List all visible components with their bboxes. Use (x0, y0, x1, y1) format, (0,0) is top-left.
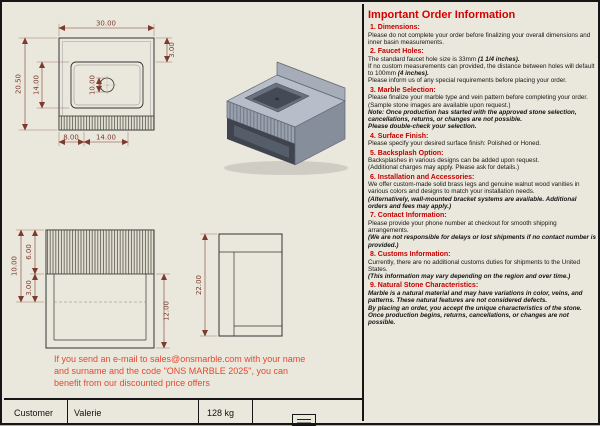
info-section: 7. Contact Information:Please provide yo… (368, 212, 596, 249)
promo-line: benefit from our discounted price offers (54, 377, 354, 389)
top-view-drawing: 30.00 3.00 20.50 14.00 10.00 8.00 14.00 (15, 20, 177, 147)
info-section: 1. Dimensions:Please do not complete you… (368, 24, 596, 46)
info-panel: Important Order Information 1. Dimension… (368, 7, 596, 421)
section-paragraph: Please inform us of any special requirem… (368, 77, 596, 84)
section-paragraph: (This information may vary depending on … (368, 273, 596, 280)
section-heading: 6. Installation and Accessories: (368, 174, 596, 181)
drawing-area: 30.00 3.00 20.50 14.00 10.00 8.00 14.00 (4, 4, 362, 398)
section-text: (4 inches). (398, 70, 429, 77)
weight-cell: 128 kg (199, 400, 253, 425)
section-heading: 9. Natural Stone Characteristics: (368, 282, 596, 289)
section-text: Please inform us of any special requirem… (368, 77, 567, 84)
section-heading: 2. Faucet Holes: (368, 48, 596, 55)
section-text: Please finalize your marble type and vei… (368, 94, 588, 101)
dim-label-side-height: 22.00 (195, 275, 203, 295)
info-sections: 1. Dimensions:Please do not complete you… (368, 24, 596, 326)
promo-line: and surname and the code "ONS MARBLE 202… (54, 365, 354, 377)
section-text: (Alternatively, wall-mounted bracket sys… (368, 196, 576, 210)
section-text: By placing an order, you accept the uniq… (368, 305, 582, 327)
customer-value-cell: Valerie (68, 400, 199, 425)
section-paragraph: (Sample stone images are available upon … (368, 102, 596, 109)
info-section: 5. Backsplash Option:Backsplashes in var… (368, 150, 596, 172)
info-section: 3. Marble Selection:Please finalize your… (368, 87, 596, 131)
section-paragraph: Note: Once production has started with t… (368, 109, 596, 124)
section-heading: 8. Customs Information: (368, 251, 596, 258)
section-text: Please double-check your selection. (368, 123, 477, 130)
dim-label-apron-height: 6.00 (25, 244, 33, 260)
dim-label-cavity-height: 12.00 (163, 301, 171, 321)
section-paragraph: Please double-check your selection. (368, 123, 596, 130)
section-heading: 5. Backsplash Option: (368, 150, 596, 157)
promo-text: If you send an e-mail to sales@onsmarble… (54, 353, 354, 389)
section-paragraph: (Alternatively, wall-mounted bracket sys… (368, 196, 596, 211)
section-paragraph: By placing an order, you accept the uniq… (368, 305, 596, 327)
section-paragraph: Please do not complete your order before… (368, 32, 596, 47)
panel-divider (362, 4, 364, 421)
section-text: (This information may vary depending on … (368, 273, 570, 280)
dim-label-total-depth: 10.00 (11, 256, 19, 276)
fluted-apron-front (46, 230, 154, 274)
section-text: Please do not complete your order before… (368, 32, 590, 46)
info-title: Important Order Information (368, 9, 596, 21)
basin-drain (275, 98, 279, 100)
section-paragraph: Please finalize your marble type and vei… (368, 94, 596, 101)
section-paragraph: If no custom measurements can provided, … (368, 63, 596, 78)
promo-line: If you send an e-mail to sales@onsmarble… (54, 353, 354, 365)
dim-label-drain-dia: 10.00 (89, 75, 97, 95)
section-text: We offer custom-made solid brass legs an… (368, 181, 580, 195)
section-heading: 7. Contact Information: (368, 212, 596, 219)
front-view-drawing: 6.00 10.00 3.00 12.00 (11, 230, 171, 348)
section-text: Currently, there are no additional custo… (368, 259, 580, 273)
dim-label-basin-width: 14.00 (96, 134, 116, 142)
info-section: 9. Natural Stone Characteristics:Marble … (368, 282, 596, 326)
section-heading: 3. Marble Selection: (368, 87, 596, 94)
section-text: (Sample stone images are available upon … (368, 102, 510, 109)
dim-label-overall-width: 30.00 (96, 20, 116, 28)
iso-shadow (224, 161, 348, 175)
section-text: (Additional charges may apply. Please as… (368, 164, 519, 171)
side-view-drawing: 22.00 (195, 234, 282, 336)
section-text: (1 1/4 inches). (478, 56, 520, 63)
section-paragraph: The standard faucet hole size is 33mm (1… (368, 56, 596, 63)
section-heading: 1. Dimensions: (368, 24, 596, 31)
section-paragraph: Please provide your phone number at chec… (368, 220, 596, 235)
section-paragraph: (Additional charges may apply. Please as… (368, 164, 596, 171)
info-section: 2. Faucet Holes:The standard faucet hole… (368, 48, 596, 85)
center-mark (292, 414, 316, 426)
iso-view-drawing (224, 62, 348, 175)
dim-label-back-edge: 3.00 (168, 42, 176, 58)
section-text: Please specify your desired surface fini… (368, 140, 541, 147)
section-paragraph: Marble is a natural material and may hav… (368, 290, 596, 305)
section-paragraph: (We are not responsible for delays or lo… (368, 234, 596, 249)
section-text: The standard faucet hole size is 33mm (368, 56, 478, 63)
section-heading: 4. Surface Finish: (368, 133, 596, 140)
section-paragraph: Backsplashes in various designs can be a… (368, 157, 596, 164)
dim-label-edge-left: 8.00 (63, 134, 79, 142)
section-text: Backsplashes in various designs can be a… (368, 157, 539, 164)
fluted-front-band (59, 116, 154, 130)
section-paragraph: Currently, there are no additional custo… (368, 259, 596, 274)
section-paragraph: We offer custom-made solid brass legs an… (368, 181, 596, 196)
section-text: (We are not responsible for delays or lo… (368, 234, 596, 248)
section-text: Note: Once production has started with t… (368, 109, 577, 123)
section-text: Marble is a natural material and may hav… (368, 290, 583, 304)
dim-label-overall-depth: 20.50 (15, 74, 23, 94)
section-paragraph: Please specify your desired surface fini… (368, 140, 596, 147)
section-text: Please provide your phone number at chec… (368, 220, 557, 234)
customer-label-cell: Customer (4, 400, 68, 425)
info-section: 4. Surface Finish:Please specify your de… (368, 133, 596, 148)
info-section: 8. Customs Information:Currently, there … (368, 251, 596, 280)
info-section: 6. Installation and Accessories:We offer… (368, 174, 596, 211)
dim-label-wall: 3.00 (25, 280, 33, 296)
dim-label-basin-depth: 14.00 (33, 75, 41, 95)
